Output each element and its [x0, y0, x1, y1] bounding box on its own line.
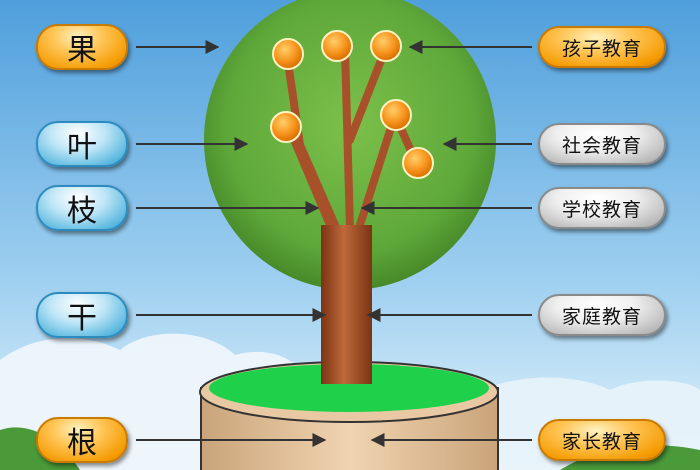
label-school-education: 学校教育	[538, 187, 666, 229]
fruit-4	[270, 111, 302, 143]
fruits	[270, 30, 434, 179]
label-school-education-text: 学校教育	[561, 198, 642, 221]
tree-trunk	[321, 225, 372, 385]
label-branch: 枝	[36, 185, 128, 231]
label-family-education-text: 家庭教育	[561, 305, 642, 328]
left-arrows	[136, 40, 327, 447]
label-root: 根	[36, 417, 128, 463]
label-root-text: 根	[67, 426, 97, 461]
fruit-3	[370, 30, 402, 62]
label-social-education: 社会教育	[538, 123, 666, 165]
right-arrows	[360, 40, 532, 447]
trunk-base	[321, 360, 372, 384]
label-social-education-text: 社会教育	[561, 134, 642, 157]
label-leaf: 叶	[36, 121, 128, 167]
fruit-2	[321, 30, 353, 62]
label-child-education-text: 孩子教育	[561, 37, 642, 60]
fruit-5	[380, 99, 412, 131]
fruit-1	[272, 38, 304, 70]
label-fruit: 果	[36, 24, 128, 70]
label-trunk-text: 干	[67, 301, 97, 336]
label-branch-text: 枝	[67, 194, 97, 229]
label-leaf-text: 叶	[67, 130, 97, 165]
grass-soil	[209, 364, 489, 412]
label-fruit-text: 果	[67, 33, 97, 68]
label-parent-education-text: 家长教育	[561, 430, 642, 453]
fruit-6	[402, 147, 434, 179]
label-trunk: 干	[36, 292, 128, 338]
label-parent-education: 家长教育	[538, 419, 666, 461]
label-family-education: 家庭教育	[538, 294, 666, 336]
label-child-education: 孩子教育	[538, 26, 666, 68]
